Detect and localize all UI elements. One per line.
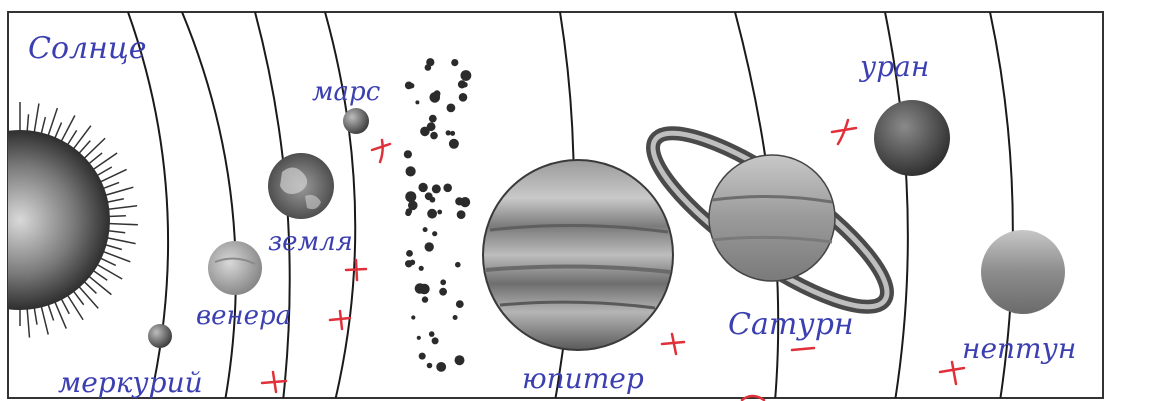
label-jupiter: юпитер	[522, 362, 644, 395]
neptune-planet	[981, 230, 1065, 314]
label-venus: венера	[196, 301, 291, 331]
venus-planet	[208, 241, 262, 295]
label-mercury: меркурий	[58, 366, 203, 399]
earth-planet	[268, 153, 334, 219]
jupiter-planet	[483, 160, 673, 350]
uranus-planet	[874, 100, 950, 176]
label-earth: земля	[268, 227, 353, 257]
label-saturn: Сатурн	[728, 307, 854, 342]
mars-planet	[343, 108, 369, 134]
label-sun: Солнце	[28, 31, 147, 66]
label-mars: марс	[312, 77, 381, 107]
label-neptune: нептун	[962, 332, 1076, 365]
label-uranus: уран	[858, 50, 929, 83]
mercury-planet	[148, 324, 172, 348]
